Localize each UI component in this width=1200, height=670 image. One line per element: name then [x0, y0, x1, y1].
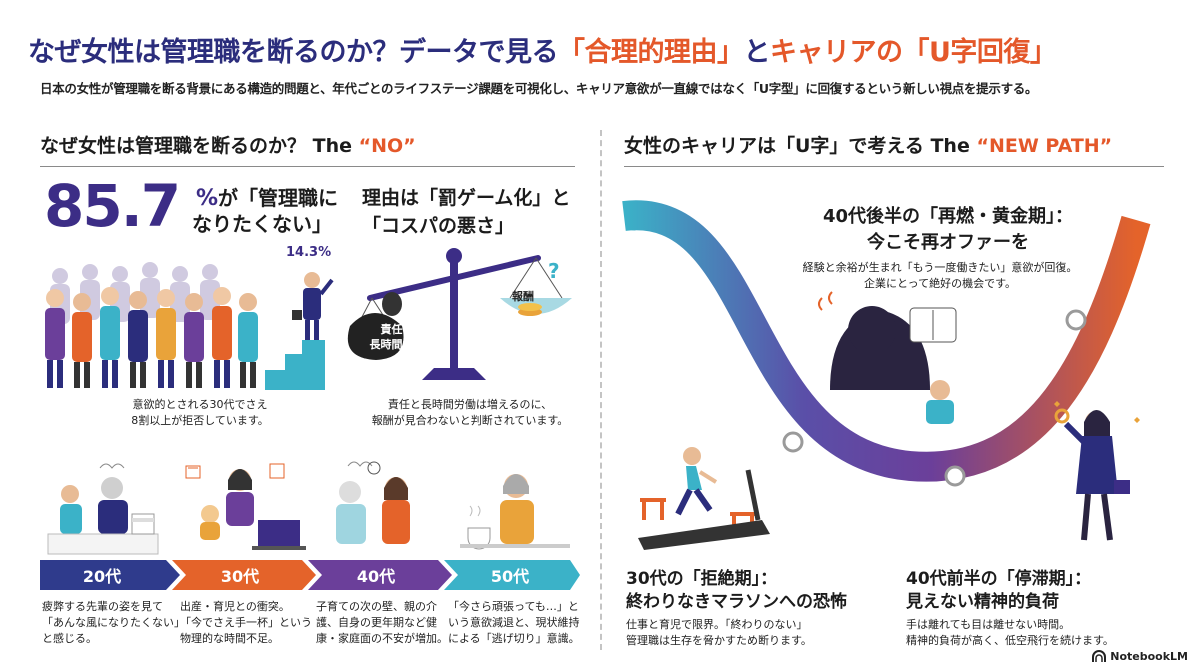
- age-desc-50s-line1: 「今さら頑張っても…」と: [448, 600, 579, 613]
- age-desc-50s: 「今さら頑張っても…」と いう意欲減退と、現状維持 による「逃げ切り」意識。: [448, 599, 580, 647]
- age-desc-20s-line3: と感じる。: [42, 632, 97, 645]
- age-chevron-40s: [308, 560, 452, 590]
- age-desc-40s: 子育ての次の壁、親の介 護、自身の更年期など健 康・家庭面の不安が増加。: [316, 599, 448, 647]
- reason-heading: 理由は「罰ゲーム化」と 「コスパの悪さ」: [362, 184, 570, 240]
- age-desc-20s: 疲弊する先輩の姿を見て 「あんな風になりたくない」 と感じる。: [42, 599, 185, 647]
- scale-left-line1: 責任・: [380, 323, 414, 336]
- reason-line1: 理由は「罰ゲーム化」と: [362, 187, 571, 209]
- late40s-body-line2: 企業にとって絶好の機会です。: [863, 277, 1017, 290]
- reason-caption: 責任と長時間労働は増えるのに、 報酬が見合わないと判断されています。: [360, 397, 580, 429]
- reason-line2: 「コスパの悪さ」: [362, 215, 515, 237]
- left-section-rule: [40, 166, 575, 167]
- early40s-title: 40代前半の「停滞期」： 見えない精神的負荷: [906, 568, 1091, 614]
- u-curve-graphic: [622, 200, 1151, 487]
- businesswoman-key-illustration: [1054, 401, 1140, 541]
- stage-30s-body-line1: 仕事と育児で限界。「終わりのない」: [626, 618, 808, 631]
- age-desc-30s: 出産・育児との衝突。 「今でさえ手一杯」という 物理的な時間不足。: [180, 599, 312, 647]
- stat-caption-line1: 意欲的とされる30代でさえ: [132, 398, 268, 411]
- early40s-body-line1: 手は離れても目は離せない時間。: [906, 618, 1071, 631]
- stat-text-line1: が「管理職に: [218, 186, 338, 210]
- late40s-title-line1: 40代後半の「再燃・黄金期」：: [822, 206, 1074, 227]
- reason-caption-line2: 報酬が見合わないと判断されています。: [371, 414, 569, 427]
- stage-30s-title-line2: 終わりなきマラソンへの恐怖: [626, 592, 847, 612]
- page-subtitle: 日本の女性が管理職を断る背景にある構造的問題と、年代ごとのライフステージ課題を可…: [40, 81, 1038, 96]
- section-divider: [600, 130, 602, 650]
- reason-caption-line1: 責任と長時間労働は増えるのに、: [387, 398, 553, 411]
- stat-unit: %: [196, 186, 219, 211]
- right-heading-accent: “NEW PATH”: [976, 135, 1113, 157]
- scale-right-label: 報酬: [512, 290, 534, 303]
- age-chevron-bar: [40, 560, 580, 590]
- stage-30s-title-line1: 30代の「拒絶期」：: [626, 569, 778, 589]
- page-title: なぜ女性は管理職を断るのか？データで見る「合理的理由」とキャリアの「U字回復」: [28, 30, 1057, 69]
- age-desc-50s-line2: いう意欲減退と、現状維持: [448, 616, 580, 629]
- u-point-30s: [782, 431, 804, 453]
- scale-left-line2: 長時間労働: [369, 338, 425, 351]
- stage-30s-title: 30代の「拒絶期」： 終わりなきマラソンへの恐怖: [626, 568, 847, 614]
- left-heading-text: なぜ女性は管理職を断るのか？ The: [40, 135, 359, 157]
- scale-left-label: 責任・ 長時間労働: [367, 322, 427, 352]
- right-heading-text: 女性のキャリアは「U字」で考える The: [624, 135, 977, 157]
- early40s-body: 手は離れても目は離せない時間。 精神的負荷が高く、低空飛行を続けます。: [906, 617, 1114, 649]
- age-chevron-20s: [40, 560, 180, 590]
- stage-30s-body-line2: 管理職は生存を脅かすため断ります。: [626, 634, 812, 647]
- age-desc-30s-line3: 物理的な時間不足。: [180, 632, 279, 645]
- early40s-title-line2: 見えない精神的負荷: [906, 592, 1059, 612]
- scale-question-mark: ?: [548, 259, 560, 283]
- late40s-title-line2: 今こそ再オファーを: [867, 232, 1029, 253]
- notebooklm-logo: NotebookLM: [1092, 649, 1188, 663]
- left-section-heading: なぜ女性は管理職を断るのか？ The “NO”: [40, 131, 416, 158]
- age-desc-20s-line1: 疲弊する先輩の姿を見て: [42, 600, 163, 613]
- notebooklm-label: NotebookLM: [1110, 650, 1188, 663]
- title-part-d: キャリアの「U字回復」: [770, 37, 1057, 68]
- left-heading-accent: “NO”: [358, 135, 416, 157]
- age-desc-40s-line3: 康・家庭面の不安が増加。: [316, 632, 448, 645]
- late40s-title: 40代後半の「再燃・黄金期」： 今こそ再オファーを: [808, 204, 1088, 256]
- age-label-50s: 50代: [490, 567, 530, 586]
- age-label-20s: 20代: [82, 567, 122, 586]
- stat-caption-line2: 8割以上が拒否しています。: [131, 414, 269, 427]
- women-crowd-illustration: [45, 262, 334, 390]
- stat-caption: 意欲的とされる30代でさえ 8割以上が拒否しています。: [100, 397, 300, 429]
- balance-scale-illustration: ?: [347, 248, 572, 380]
- stat-value: 85.7: [44, 172, 181, 240]
- age-chevron-50s: [444, 560, 580, 590]
- u-point-late40s: [1065, 309, 1087, 331]
- early40s-title-line1: 40代前半の「停滞期」：: [906, 569, 1092, 589]
- age-illustrations: [47, 461, 570, 555]
- late40s-body: 経験と余裕が生まれ「もう一度働きたい」意欲が回復。 企業にとって絶好の機会です。: [770, 260, 1110, 292]
- age-label-40s: 40代: [356, 567, 396, 586]
- age-desc-20s-line2: 「あんな風になりたくない」: [42, 616, 185, 629]
- u-point-early40s: [944, 465, 966, 487]
- age-desc-40s-line1: 子育ての次の壁、親の介: [316, 600, 437, 613]
- minority-value: 14.3%: [286, 245, 332, 260]
- right-section-rule: [624, 166, 1164, 167]
- age-desc-30s-line1: 出産・育児との衝突。: [180, 600, 290, 613]
- runner-treadmill-illustration: [638, 447, 770, 550]
- age-desc-50s-line3: による「逃げ切り」意識。: [448, 632, 580, 645]
- notebooklm-icon: [1092, 649, 1107, 662]
- title-part-a: なぜ女性は管理職を断るのか？データで見る: [28, 37, 559, 68]
- age-chevron-30s: [172, 560, 316, 590]
- late40s-body-line1: 経験と余裕が生まれ「もう一度働きたい」意欲が回復。: [802, 261, 1078, 274]
- early40s-body-line2: 精神的負荷が高く、低空飛行を続けます。: [906, 634, 1114, 647]
- age-desc-40s-line2: 護、自身の更年期など健: [316, 616, 437, 629]
- title-part-c: と: [743, 37, 771, 68]
- u-curve-path: [622, 200, 1151, 482]
- age-desc-30s-line2: 「今でさえ手一杯」という: [180, 616, 312, 629]
- title-part-b: 「合理的理由」: [558, 37, 744, 68]
- age-label-30s: 30代: [220, 567, 260, 586]
- stat-text-line2: なりたくない」: [192, 212, 332, 236]
- stage-30s-body: 仕事と育児で限界。「終わりのない」 管理職は生存を脅かすため断ります。: [626, 617, 812, 649]
- right-section-heading: 女性のキャリアは「U字」で考える The “NEW PATH”: [624, 131, 1112, 158]
